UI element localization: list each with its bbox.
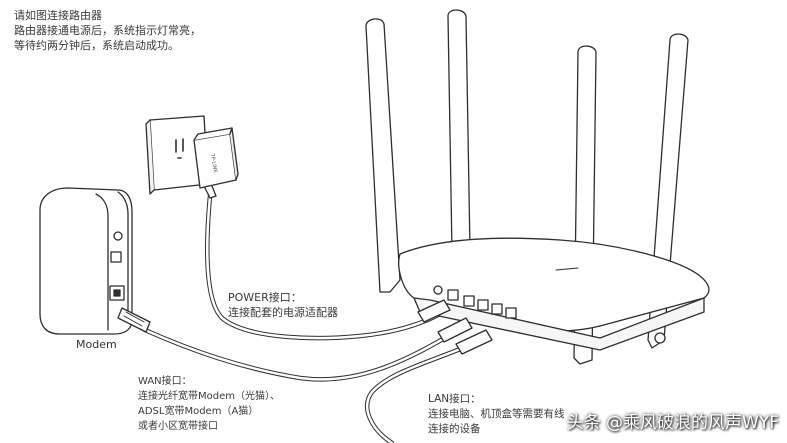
lan-port-line-1: 连接电脑、机顶盒等需要有线: [428, 408, 565, 420]
instruction-line-2: 路由器接通电源后，系统指示灯常亮，: [14, 24, 201, 37]
modem-label: Modem: [76, 338, 117, 351]
adapter-brand-text: TP-LINK: [209, 152, 219, 173]
router-plugs: [417, 299, 493, 355]
router-body: [398, 237, 710, 351]
wan-port-line-3: 或者小区宽带接口: [138, 421, 218, 432]
modem-device: [39, 187, 133, 335]
wan-port-callout: WAN接口： 连接光纤宽带Modem（光猫）、 ADSL宽带Modem（A猫） …: [138, 374, 280, 434]
wan-port-line-2: ADSL宽带Modem（A猫）: [138, 406, 259, 417]
instruction-line-1: 请如图连接路由器: [14, 9, 102, 22]
wan-port-line-1: 连接光纤宽带Modem（光猫）、: [138, 391, 280, 402]
lan-port-callout: LAN接口： 连接电脑、机顶盒等需要有线 连接的设备: [428, 392, 565, 437]
lan-port-line-2: 连接的设备: [428, 423, 481, 435]
watermark: 头条 @乘风破浪的风声WYF: [566, 413, 779, 433]
wan-plug-modem: [117, 307, 151, 333]
power-port-callout: POWER接口： 连接配套的电源适配器: [228, 290, 338, 320]
power-port-title: POWER接口：: [228, 291, 302, 304]
setup-instructions: 请如图连接路由器 路由器接通电源后，系统指示灯常亮， 等待约两分钟后，系统启动成…: [14, 8, 201, 53]
power-adapter: [193, 127, 239, 199]
instruction-line-3: 等待约两分钟后，系统启动成功。: [14, 39, 179, 52]
power-port-desc: 连接配套的电源适配器: [228, 306, 338, 319]
lan-port-title: LAN接口：: [428, 393, 481, 405]
wan-port-title: WAN接口：: [138, 376, 192, 387]
